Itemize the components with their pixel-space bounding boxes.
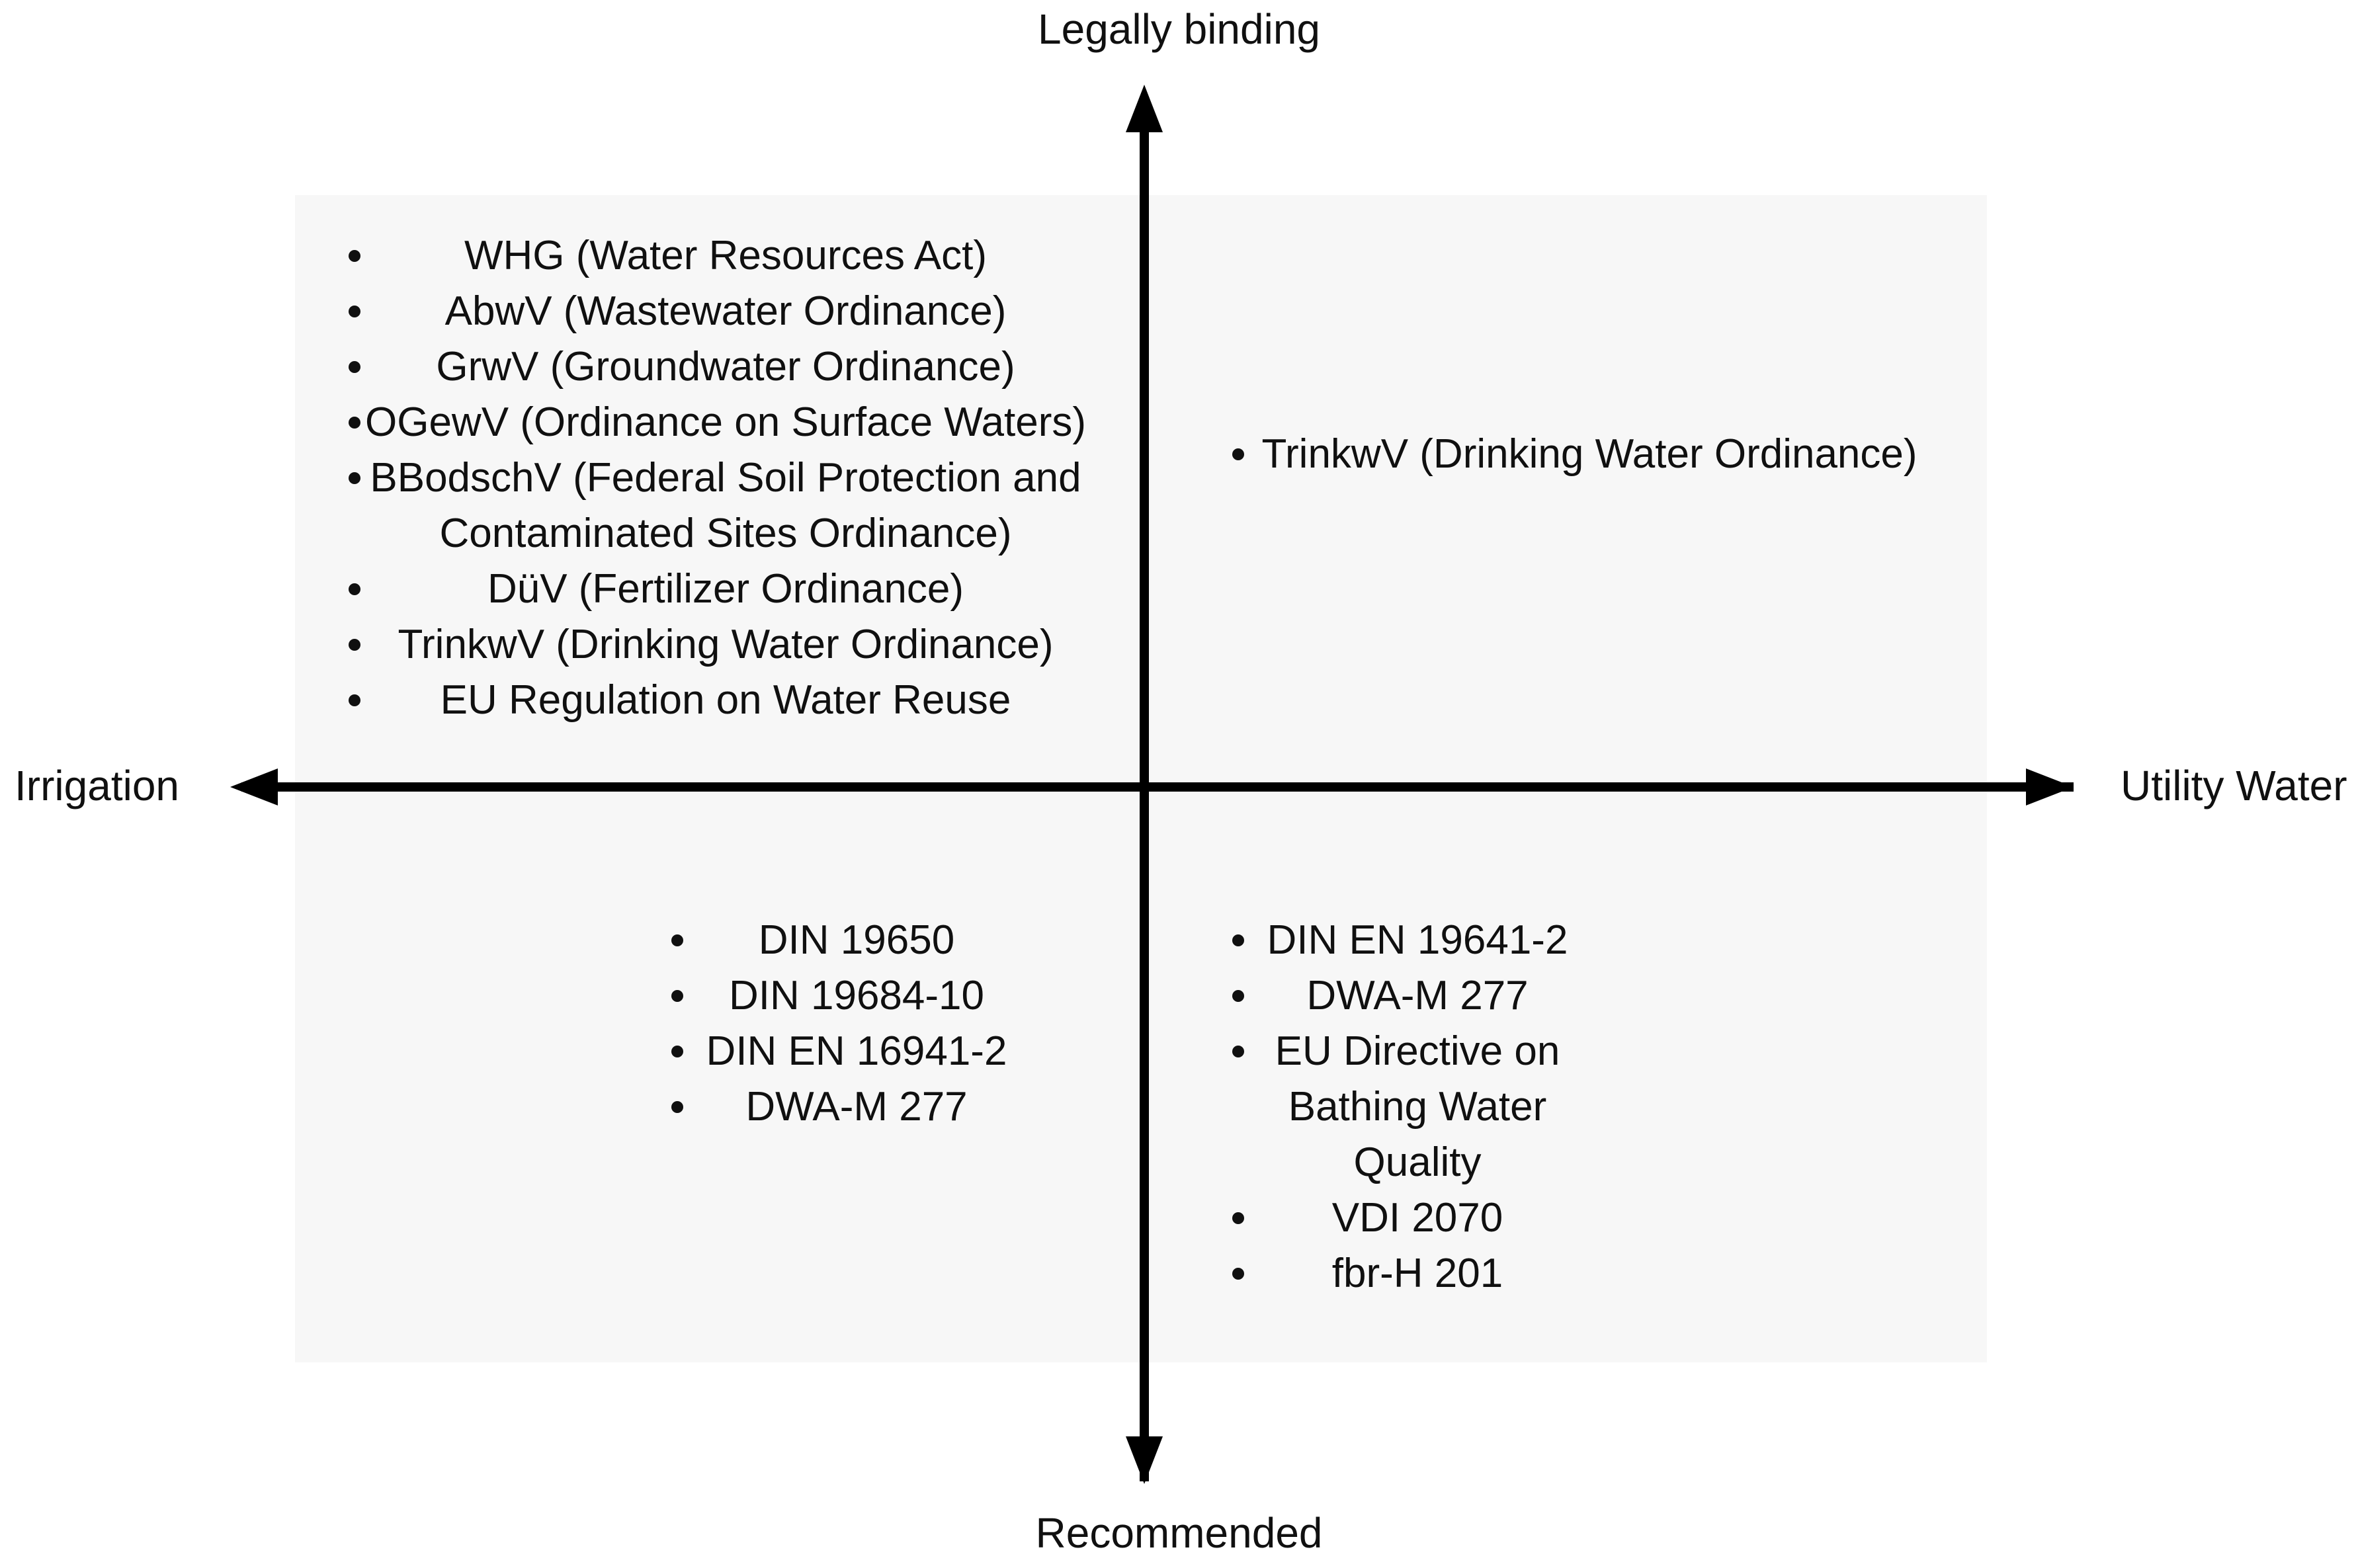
list-item-label: DüV (Fertilizer Ordinance) (487, 566, 964, 612)
bullet-icon (1232, 1268, 1244, 1280)
list-item: VDI 2070 (1232, 1190, 1603, 1246)
list-item-label: DWA-M 277 (1306, 973, 1529, 1018)
list-item: EU Directive on Bathing Water Quality (1232, 1024, 1603, 1190)
bullet-icon (1232, 990, 1244, 1002)
list-item: DIN EN 19641-2 (1232, 913, 1603, 968)
list-item: DIN EN 16941-2 (671, 1024, 1042, 1079)
list-item: DWA-M 277 (671, 1079, 1042, 1135)
list-item-label: GrwV (Groundwater Ordinance) (436, 344, 1015, 390)
list-item: GrwV (Groundwater Ordinance) (349, 339, 1103, 395)
list-item: WHG (Water Resources Act) (349, 228, 1103, 284)
quadrant-top-left: WHG (Water Resources Act) AbwV (Wastewate… (349, 228, 1103, 728)
bullet-icon (1232, 1046, 1244, 1057)
quadrant-top-right: TrinkwV (Drinking Water Ordinance) (1232, 427, 1947, 482)
list-item-label: DIN 19684-10 (728, 973, 985, 1018)
axis-label-left: Irrigation (15, 762, 179, 809)
list-item-label: DIN EN 19641-2 (1267, 917, 1568, 963)
axis-label-top: Legally binding (1038, 5, 1320, 53)
list-item-label: TrinkwV (Drinking Water Ordinance) (398, 622, 1054, 667)
list-item: DüV (Fertilizer Ordinance) (349, 561, 1103, 617)
bullet-icon (671, 1046, 683, 1057)
list-item: DIN 19684-10 (671, 968, 1042, 1024)
list-item: AbwV (Wastewater Ordinance) (349, 284, 1103, 339)
bullet-icon (1232, 934, 1244, 946)
bullet-icon (349, 250, 360, 262)
quadrant-top-right-list: TrinkwV (Drinking Water Ordinance) (1232, 427, 1947, 482)
list-item: DIN 19650 (671, 913, 1042, 968)
axis-label-right: Utility Water (2121, 762, 2347, 809)
bullet-icon (349, 472, 360, 484)
list-item-label: EU Directive on Bathing Water Quality (1275, 1028, 1560, 1185)
list-item: TrinkwV (Drinking Water Ordinance) (1232, 427, 1947, 482)
list-item-label: VDI 2070 (1331, 1195, 1503, 1241)
list-item-label: TrinkwV (Drinking Water Ordinance) (1261, 431, 1917, 477)
list-item-label: AbwV (Wastewater Ordinance) (444, 288, 1007, 334)
bullet-icon (349, 306, 360, 317)
list-item-label: DWA-M 277 (745, 1084, 968, 1130)
bullet-icon (349, 417, 360, 429)
axis-label-bottom: Recommended (1035, 1509, 1323, 1557)
list-item-label: OGewV (Ordinance on Surface Waters) (365, 399, 1086, 445)
bullet-icon (671, 934, 683, 946)
list-item-label: WHG (Water Resources Act) (464, 233, 988, 278)
bullet-icon (349, 694, 360, 706)
list-item-label: DIN 19650 (758, 917, 955, 963)
list-item: OGewV (Ordinance on Surface Waters) (349, 395, 1103, 450)
list-item-label: EU Regulation on Water Reuse (440, 677, 1011, 723)
list-item: BBodschV (Federal Soil Protection and Co… (349, 450, 1103, 561)
list-item: fbr-H 201 (1232, 1246, 1603, 1301)
bullet-icon (1232, 1212, 1244, 1224)
list-item-label: fbr-H 201 (1331, 1251, 1503, 1296)
bullet-icon (671, 1101, 683, 1113)
list-item: DWA-M 277 (1232, 968, 1603, 1024)
bullet-icon (349, 361, 360, 373)
list-item-label: BBodschV (Federal Soil Protection and Co… (370, 455, 1081, 556)
arrow-right-icon (2026, 768, 2074, 805)
arrow-left-icon (230, 768, 278, 805)
bullet-icon (671, 990, 683, 1002)
list-item: TrinkwV (Drinking Water Ordinance) (349, 617, 1103, 673)
bullet-icon (349, 583, 360, 595)
list-item-label: DIN EN 16941-2 (706, 1028, 1007, 1074)
horizontal-axis-line (241, 782, 2074, 792)
bullet-icon (349, 639, 360, 651)
bullet-icon (1232, 448, 1244, 460)
list-item: EU Regulation on Water Reuse (349, 673, 1103, 728)
quadrant-top-left-list: WHG (Water Resources Act) AbwV (Wastewate… (349, 228, 1103, 728)
arrow-up-icon (1126, 85, 1163, 132)
arrow-down-icon (1126, 1436, 1163, 1484)
